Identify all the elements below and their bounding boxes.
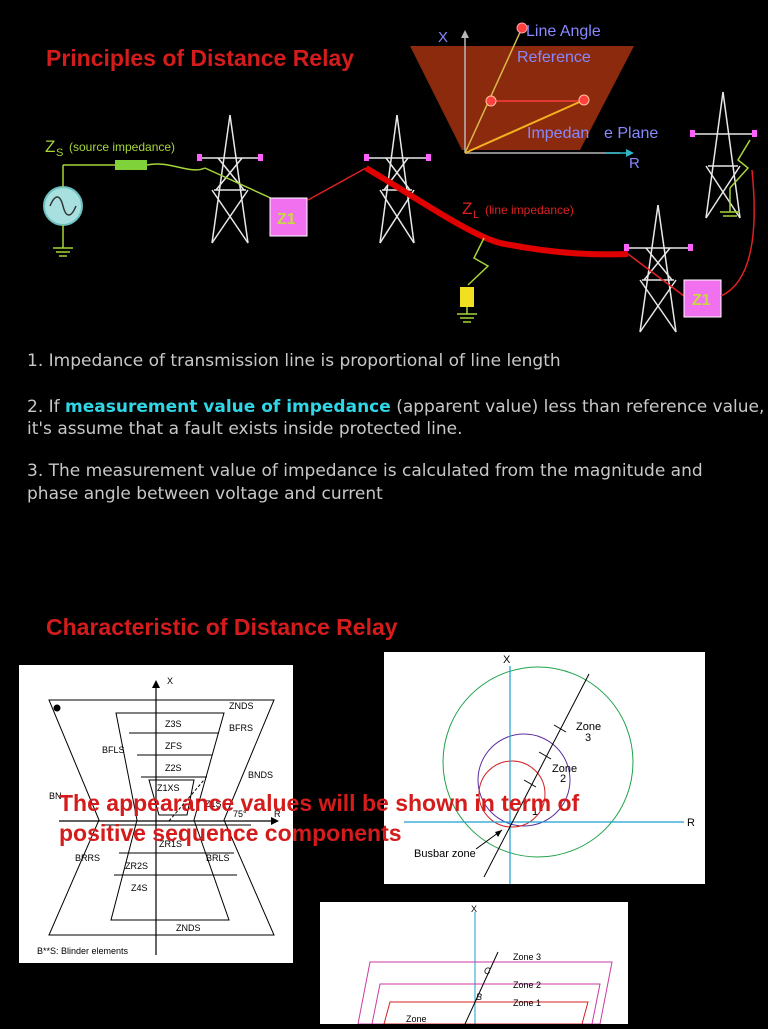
relay-z1-right-label: Z1 — [692, 292, 711, 309]
poly-zone3: Zone 3 — [513, 952, 541, 962]
mho-zone2-b: 2 — [560, 773, 566, 785]
tower-icon — [367, 114, 428, 244]
reference-label: Reference — [517, 49, 591, 66]
mho-zone1: 1 — [532, 806, 538, 818]
quad-z3s: Z3S — [165, 719, 182, 729]
zs-subscript: S — [56, 147, 63, 159]
poly-x-label: X — [471, 904, 477, 914]
quad-angle: 75° — [233, 809, 247, 819]
quad-x-label: X — [167, 676, 173, 686]
zs-note: (source impedance) — [69, 140, 175, 154]
point-2-prefix: 2. If — [27, 397, 66, 417]
quad-z1xs: Z1XS — [157, 783, 180, 793]
point-2-line-2: it's assume that a fault exists inside p… — [27, 419, 463, 439]
point-2: 2. If measurement value of impedance (ap… — [27, 396, 768, 418]
fault-resistor — [460, 287, 474, 307]
relay-z1-left — [269, 197, 308, 237]
relay-z1-left-label: Z1 — [277, 211, 296, 228]
zl-subscript: L — [473, 209, 479, 221]
zs-label: Z — [45, 137, 55, 156]
tower-icon — [692, 91, 755, 219]
overlay-line-1: The appearance values will be shown in t… — [59, 790, 580, 816]
quad-bnds: BNDS — [248, 770, 273, 780]
quad-zr2s: ZR2S — [125, 861, 148, 871]
source-impedance-block — [115, 160, 147, 170]
polygon-characteristic-panel: X Zone 3 Zone 2 Zone 1 C B Zone — [320, 902, 628, 1025]
mho-characteristic-panel: X R Zone 3 Zone 2 1 Busbar zone — [384, 652, 705, 884]
zl-note: (line impedance) — [485, 203, 574, 217]
title-characteristic: Characteristic of Distance Relay — [46, 614, 398, 640]
impedance-plane-label-a: Impedan — [527, 125, 589, 142]
poly-c-label: C — [484, 966, 491, 976]
quad-bfls: BFLS — [102, 745, 125, 755]
quad-brrs: BRRS — [75, 853, 100, 863]
mho-r-label: R — [687, 817, 695, 829]
line-impedance — [364, 165, 629, 258]
plane-r-label: R — [629, 155, 640, 172]
quad-bnrs: BN — [49, 791, 62, 801]
poly-zone1: Zone 1 — [513, 998, 541, 1008]
transmission-line-diagram: X Line Angle Reference Impedan e Plane R… — [43, 22, 757, 333]
quad-znds-top: ZNDS — [229, 701, 254, 711]
quad-bfrs: BFRS — [229, 723, 253, 733]
quad-brls: BRLS — [206, 853, 230, 863]
quad-z4s: Z4S — [131, 883, 148, 893]
zl-label: Z — [462, 199, 472, 218]
point-3-line-2: phase angle between voltage and current — [27, 484, 383, 504]
quadrilateral-characteristic-panel: X R ZNDS Z3S BFRS ZFS BFLS Z2S BNDS Z1XS… — [19, 665, 293, 963]
impedance-plane-label-b: e Plane — [604, 125, 658, 142]
overlay-line-2: positive sequence components — [59, 820, 402, 846]
poly-zone-partial: Zone — [406, 1014, 427, 1024]
point-2-suffix: (apparent value) less than reference val… — [390, 397, 765, 417]
poly-zone2: Zone 2 — [513, 980, 541, 990]
mho-zone3-b: 3 — [585, 732, 591, 744]
impedance-plane-shape — [410, 46, 634, 150]
mho-zone2-a: Zone — [552, 763, 577, 775]
quad-znds-bottom: ZNDS — [176, 923, 201, 933]
quad-r-label: R — [274, 809, 281, 819]
mho-busbar-label: Busbar zone — [414, 848, 476, 860]
title-principles: Principles of Distance Relay — [46, 45, 355, 71]
point-3-line-1: 3. The measurement value of impedance is… — [27, 461, 703, 481]
tower-icon — [627, 204, 690, 333]
quad-zfs: ZFS — [165, 741, 182, 751]
line-angle-label: Line Angle — [526, 23, 601, 40]
relay-z1-right — [683, 279, 722, 318]
poly-b-label: B — [476, 992, 482, 1002]
fault-zigzag — [467, 237, 490, 286]
plane-x-label: X — [438, 29, 448, 46]
quad-zr1s: ZR1S — [159, 839, 182, 849]
quad-z1s-short: Z1S — [205, 799, 222, 809]
quad-z2s: Z2S — [165, 763, 182, 773]
mho-zone3-a: Zone — [576, 721, 601, 733]
mho-x-label: X — [503, 654, 511, 666]
point-1: 1. Impedance of transmission line is pro… — [27, 351, 561, 371]
quad-caption: B**S: Blinder elements — [37, 946, 129, 956]
point-2-highlight: measurement value of impedance — [65, 397, 391, 417]
